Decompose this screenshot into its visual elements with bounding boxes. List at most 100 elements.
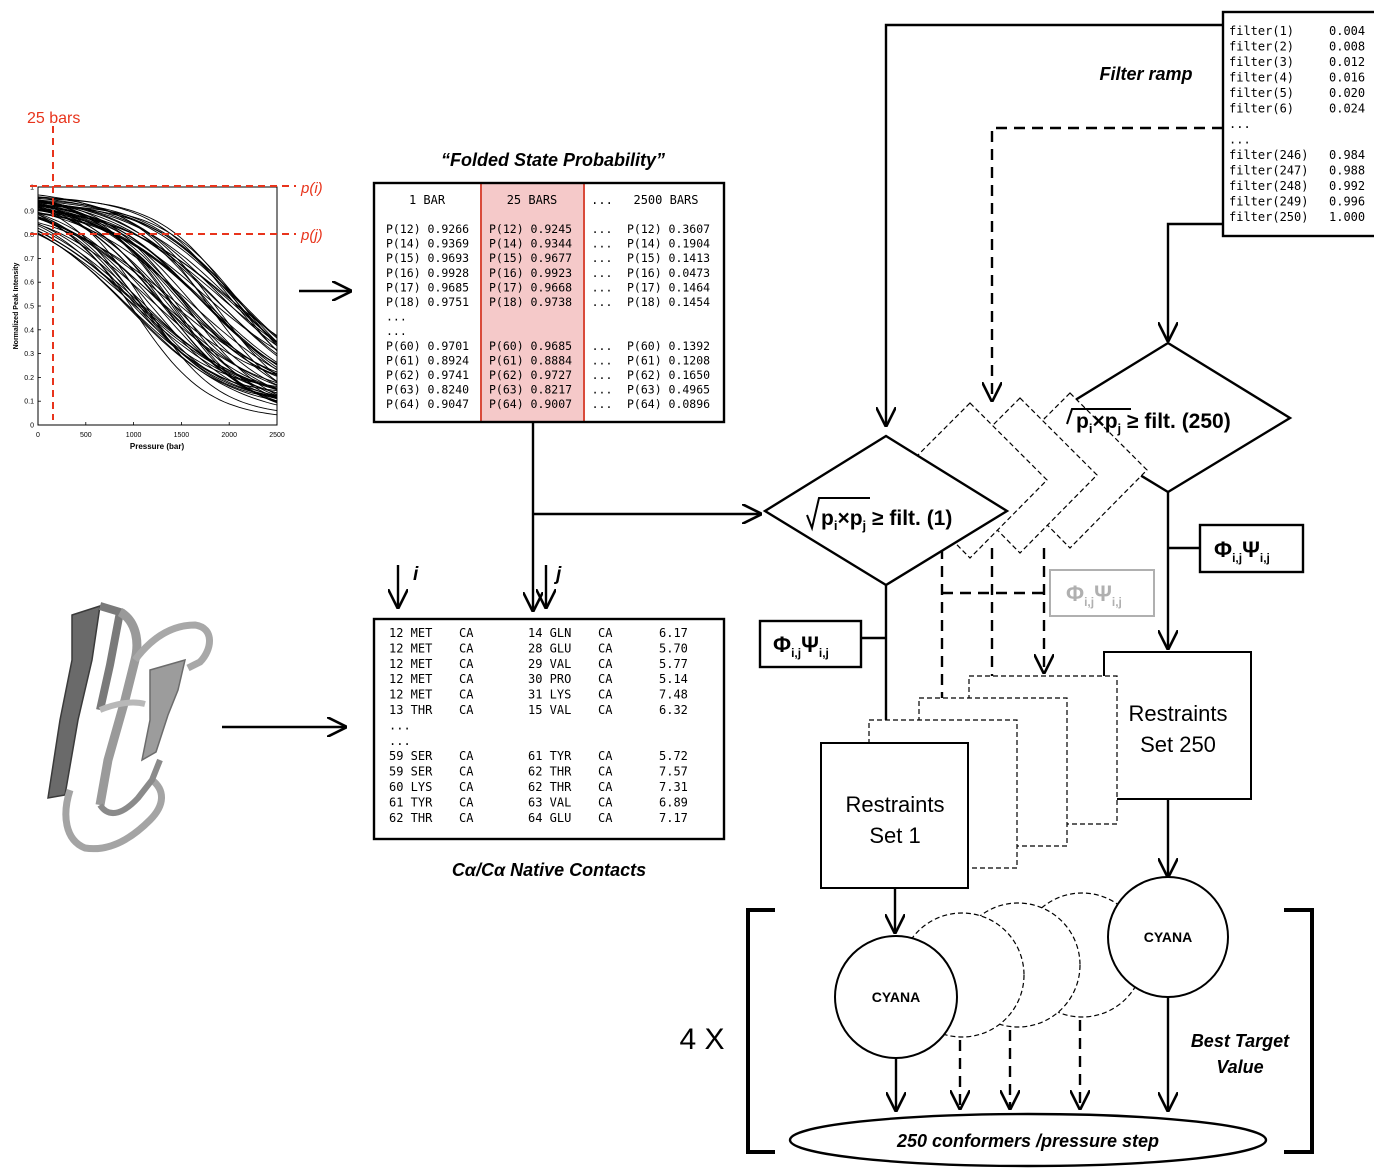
- prob-cell: ...: [592, 266, 613, 280]
- contact-cell: CA: [459, 749, 474, 763]
- decision-last-rhs: ≥ filt. (250): [1121, 410, 1231, 433]
- prob-cell: P(12) 0.3607: [627, 222, 710, 236]
- filter-value: 0.008: [1329, 40, 1365, 54]
- contact-cell: CA: [598, 657, 613, 671]
- prob-cell: ...: [592, 339, 613, 353]
- contact-cell: 28 GLU: [528, 641, 571, 655]
- contact-cell: CA: [459, 641, 474, 655]
- contact-cell: 59 SER: [389, 765, 433, 779]
- faded-phi-symbol: Φ: [1066, 581, 1084, 606]
- decision-p-i: p: [821, 507, 834, 530]
- prob-cell: P(63) 0.8240: [386, 383, 469, 397]
- psi250-symbol: Ψ: [1242, 537, 1260, 562]
- pressure-marker-label: 25 bars: [27, 110, 80, 127]
- cyana-stack: CYANA CYANA: [834, 876, 1229, 1059]
- pj-label: p(j): [300, 227, 323, 244]
- decision-last-sub-j: j: [1117, 421, 1122, 436]
- pressure-curve: [37, 203, 278, 403]
- prob-cell: ...: [592, 237, 613, 251]
- psi250-sub: i,j: [1260, 551, 1270, 565]
- prob-cell: P(15) 0.9677: [489, 251, 572, 265]
- prob-cell: P(64) 0.9007: [489, 397, 572, 411]
- faded-phi-sub: i,j: [1084, 595, 1094, 609]
- prob-cell: P(62) 0.9741: [386, 368, 469, 382]
- filter-name: filter(6): [1229, 102, 1294, 116]
- contact-cell: CA: [598, 641, 613, 655]
- angles-box-faded: Φi,jΨi,j: [1049, 569, 1155, 617]
- prob-cell: P(18) 0.9738: [489, 295, 572, 309]
- phi-sub: i,j: [791, 646, 801, 660]
- filter-value: 0.024: [1329, 102, 1365, 116]
- contact-cell: 61 TYR: [528, 749, 572, 763]
- contact-cell: 59 SER: [389, 749, 433, 763]
- cyana-first: [834, 935, 958, 1059]
- prob-cell: ...: [592, 251, 613, 265]
- y-tick-label: 0.3: [24, 351, 34, 358]
- psi-sub: i,j: [819, 646, 829, 660]
- y-tick-labels: 00.10.20.30.40.50.60.70.80.91: [24, 185, 41, 430]
- header-dots: ...: [591, 193, 613, 207]
- right-bracket: [1284, 908, 1314, 1154]
- filter-ramp: Filter ramp filter(1)0.004filter(2)0.008…: [1099, 10, 1374, 238]
- contact-cell: 29 VAL: [528, 657, 571, 671]
- protein-structure-image: [47, 602, 213, 853]
- faded-psi-sub: i,j: [1112, 595, 1122, 609]
- output-ellipse: [788, 1112, 1268, 1168]
- contact-cell: 12 MET: [389, 672, 432, 686]
- pressure-curve: [37, 201, 278, 412]
- contact-cell: CA: [598, 672, 613, 686]
- contact-cell: 62 THR: [389, 811, 433, 825]
- y-tick-label: 0.9: [24, 208, 34, 215]
- decision-sub-j: j: [862, 518, 867, 533]
- pressure-curve: [37, 207, 278, 377]
- filter-value: 0.020: [1329, 86, 1365, 100]
- cyana-last-label: CYANA: [1144, 929, 1193, 945]
- y-tick-label: 0.1: [24, 399, 34, 406]
- header-2500-bars: 2500 BARS: [633, 193, 698, 207]
- contact-cell: 5.72: [659, 749, 688, 763]
- angles-box-250: Φi,jΨi,j: [1198, 523, 1305, 574]
- output-label: 250 conformers /pressure step: [896, 1131, 1159, 1151]
- prob-cell: ...: [592, 222, 613, 236]
- contact-cell: CA: [459, 688, 474, 702]
- pressure-curves: [37, 194, 278, 416]
- pressure-curve: [37, 223, 278, 394]
- filter-name: filter(4): [1229, 71, 1294, 85]
- prob-cell: P(18) 0.1454: [627, 295, 710, 309]
- pressure-curve: [37, 200, 278, 343]
- contact-cell: CA: [459, 795, 474, 809]
- contact-cell: CA: [459, 780, 474, 794]
- pressure-curve: [37, 199, 278, 338]
- decision-sub-i: i: [834, 518, 838, 533]
- filter-value: 0.012: [1329, 55, 1365, 69]
- filter-name: ...: [1229, 117, 1251, 131]
- filter-to-middle-decisions: [992, 126, 1223, 400]
- pressure-curve: [37, 217, 278, 416]
- cyana-last: [1107, 876, 1229, 998]
- contact-cell: 5.70: [659, 641, 688, 655]
- y-tick-label: 0.6: [24, 280, 34, 287]
- filter-name: filter(3): [1229, 55, 1294, 69]
- prob-cell: P(17) 0.9685: [386, 280, 469, 294]
- contact-cell: 12 MET: [389, 657, 432, 671]
- filter-to-first-decision: [886, 23, 1223, 425]
- y-tick-label: 0.7: [24, 256, 34, 263]
- pressure-curve: [37, 212, 278, 366]
- pressure-curve: [37, 196, 278, 382]
- decision-last-times: ×: [1092, 410, 1104, 433]
- restraints-set-250-line2: Set 250: [1140, 732, 1216, 757]
- prob-cell: P(16) 0.0473: [627, 266, 710, 280]
- probability-table: “Folded State Probability” 1 BAR 25 BARS…: [372, 150, 726, 424]
- prob-cell: P(64) 0.9047: [386, 397, 469, 411]
- prob-cell: P(17) 0.9668: [489, 280, 572, 294]
- restraints-set-1: [820, 742, 969, 889]
- pressure-curve: [37, 233, 278, 406]
- pressure-curve: [37, 209, 278, 390]
- contact-cell: CA: [598, 795, 613, 809]
- contact-cell: CA: [598, 780, 613, 794]
- pressure-curve: [37, 213, 278, 368]
- prob-cell: P(63) 0.4965: [627, 383, 710, 397]
